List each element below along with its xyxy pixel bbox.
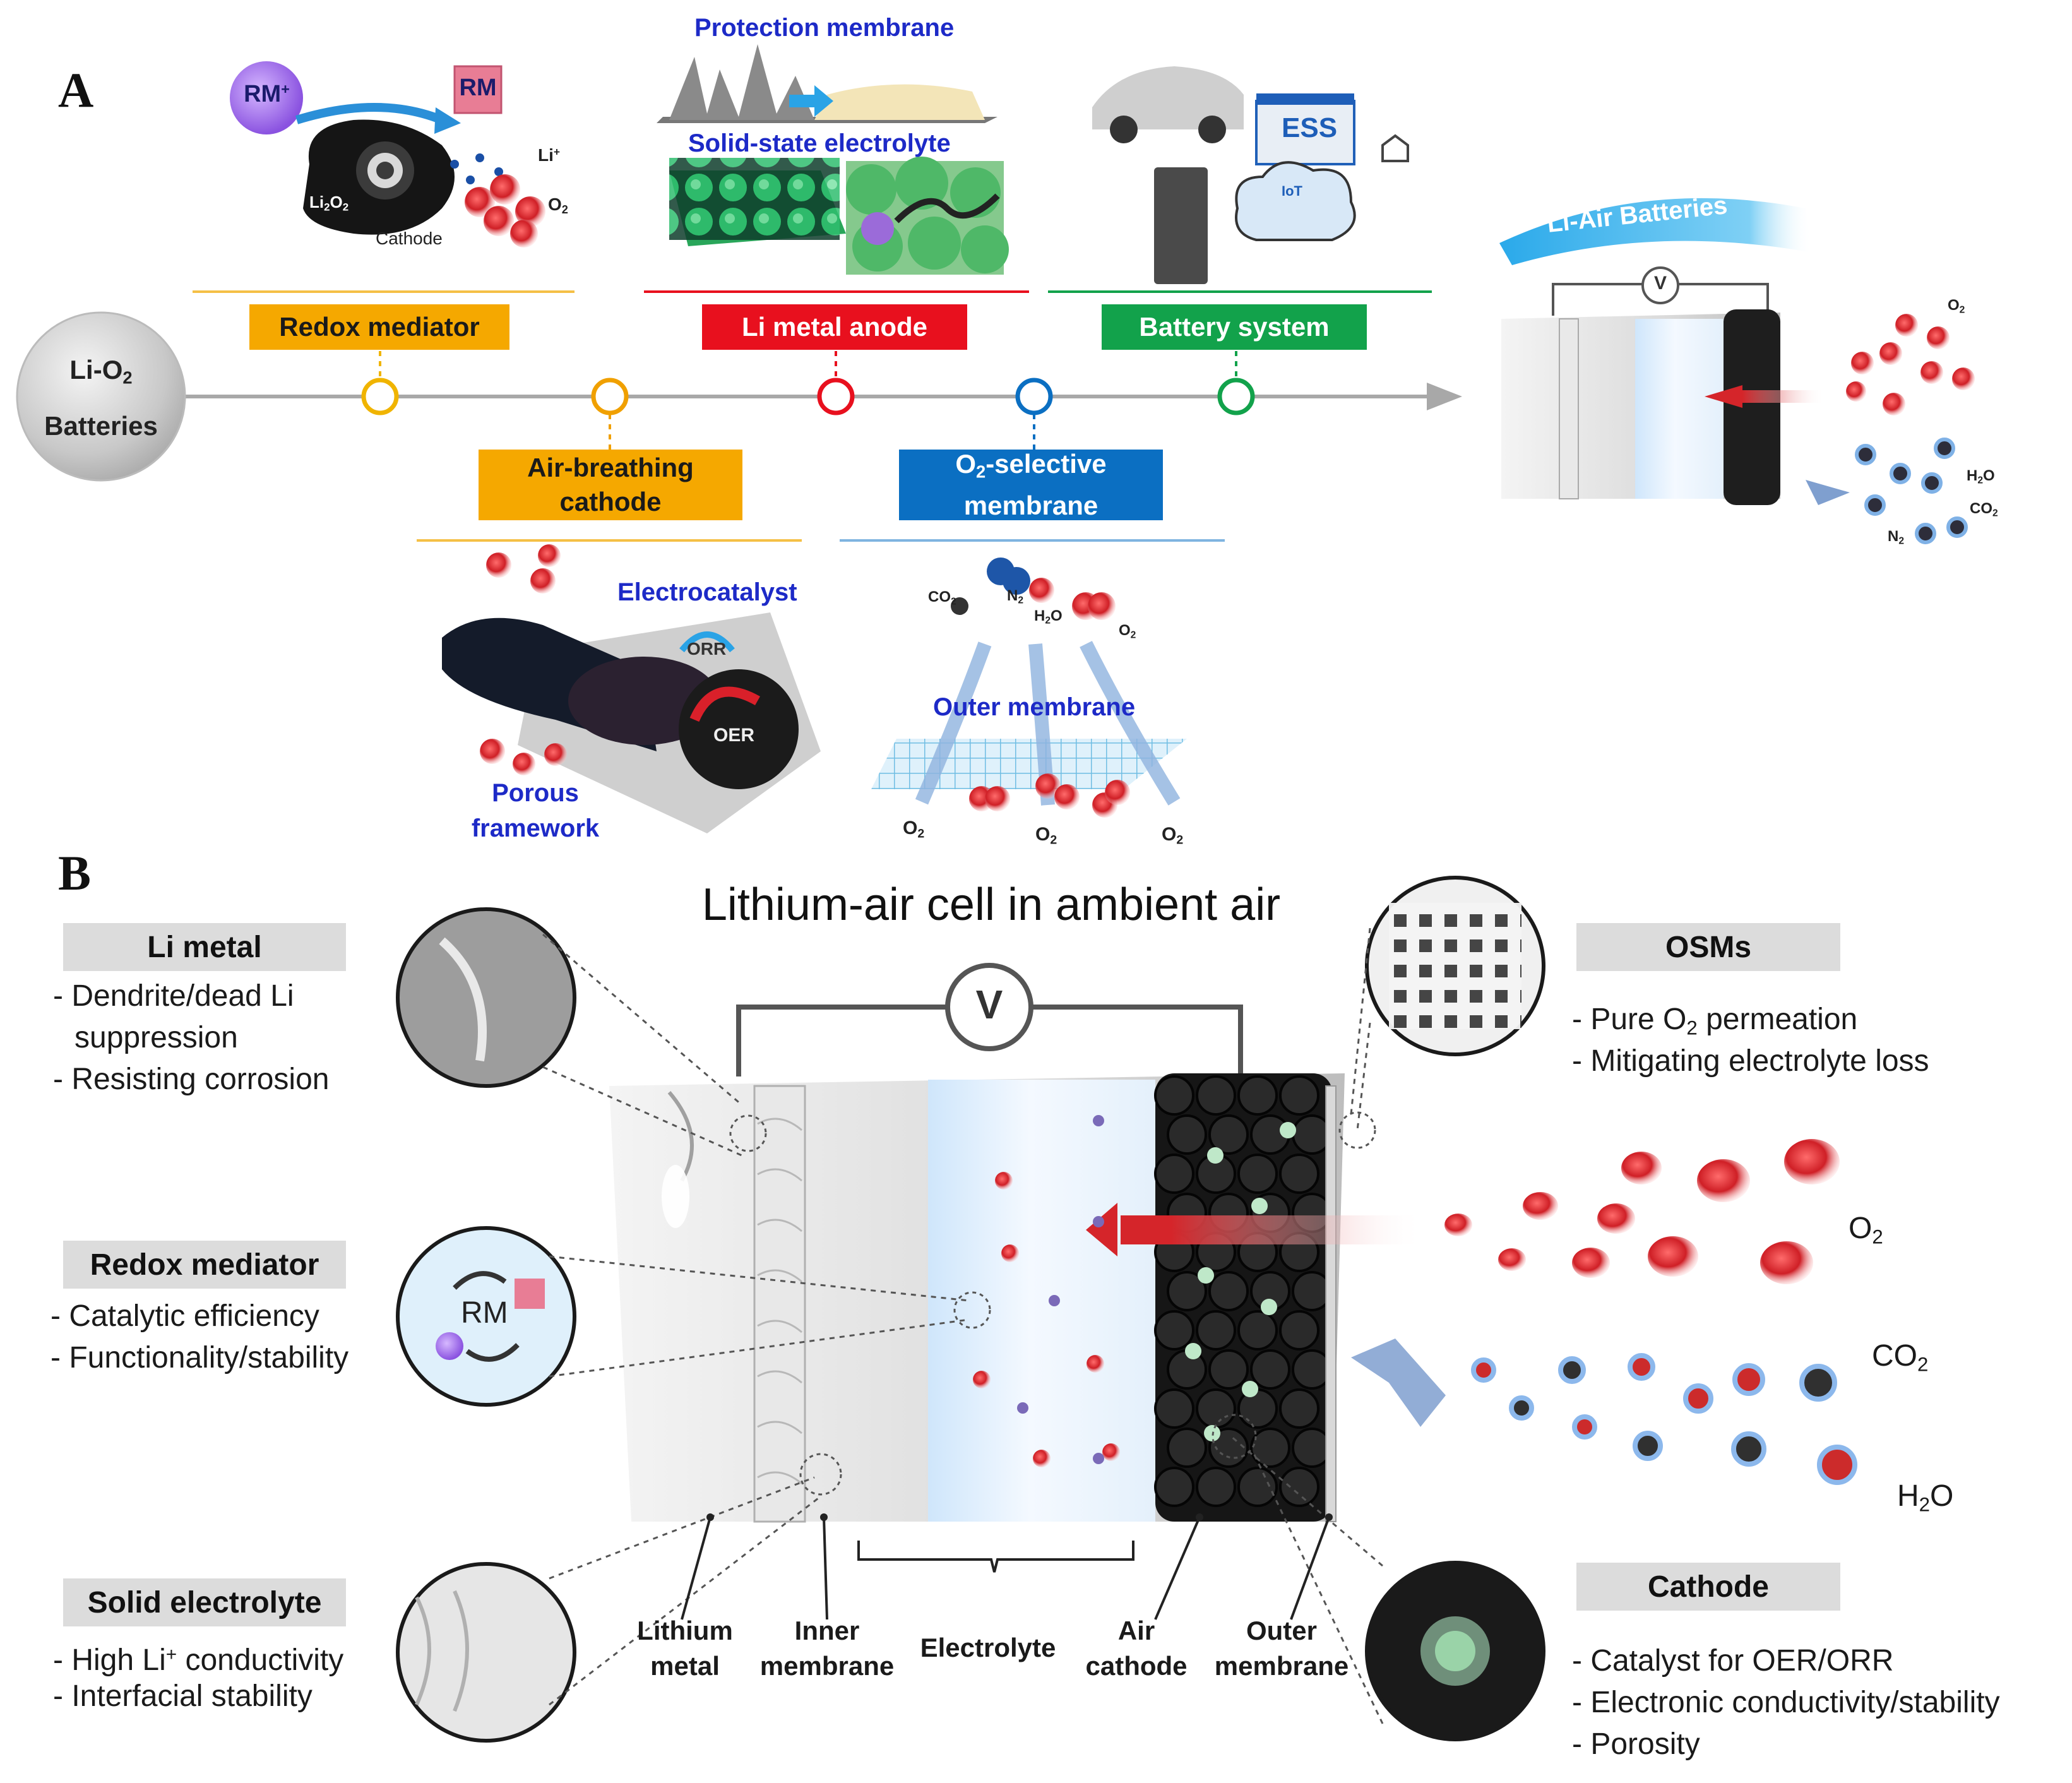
iot-label: IoT	[1282, 183, 1302, 199]
gas-molecules	[1444, 1139, 1857, 1485]
inner-membrane	[753, 1085, 806, 1523]
redox-mediator-heading: Redox mediator	[63, 1241, 346, 1289]
electrocatalyst-label: Electrocatalyst	[617, 578, 797, 606]
redox-mediator-bullet-1: - Catalytic efficiency	[51, 1299, 319, 1333]
ess-label: ESS	[1282, 112, 1338, 143]
voltmeter-circle	[945, 963, 1033, 1051]
panel-a-letter: A	[58, 63, 94, 117]
membrane-o2-top-label: O2	[1119, 622, 1136, 641]
protection-membrane-label: Protection membrane	[694, 14, 955, 42]
small-cell-n2-label: N2	[1888, 528, 1905, 547]
outer-membrane-label: Outer membrane	[933, 693, 1136, 721]
timeline-node-3	[817, 378, 855, 415]
timeline-nodes	[361, 378, 1255, 415]
redox-mediator-bullet-2: - Functionality/stability	[51, 1341, 349, 1375]
li-plus-label: Li+	[538, 145, 561, 165]
outer-membrane	[1325, 1085, 1337, 1522]
orr-label: ORR	[687, 639, 727, 659]
voltmeter-label: V	[975, 982, 1003, 1027]
li-metal-bullet-2: - Resisting corrosion	[53, 1063, 330, 1096]
label-electrolyte: Electrolyte	[920, 1633, 1056, 1662]
timeline-node-5	[1217, 378, 1255, 415]
membrane-h2o-label: H2O	[1034, 607, 1063, 626]
cathode-bullet-2: - Electronic conductivity/stability	[1572, 1686, 2000, 1719]
porous-framework-label: Porous framework	[471, 779, 600, 842]
solid-electrolyte-bullet-1: - High Li+ conductivity	[53, 1643, 344, 1677]
solid-electrolyte-heading: Solid electrolyte	[63, 1578, 346, 1626]
solid-electrolyte-bullet-2: - Interfacial stability	[53, 1679, 313, 1713]
li2o2-label: Li2O2	[309, 193, 349, 213]
o2-selective-membrane-label: O2-selective membrane	[899, 449, 1163, 520]
oer-label: OER	[713, 725, 755, 746]
battery-system-illustration	[1092, 66, 1409, 284]
membrane-co2-label: CO2	[928, 588, 956, 607]
small-cell-h2o-label: H2O	[1967, 467, 1995, 486]
small-cell-o2-label: O2	[1948, 297, 1965, 316]
li-metal-bullet-1b: suppression	[74, 1021, 238, 1054]
blue-exhaust-arrow	[1351, 1339, 1446, 1427]
air-breathing-cathode-label: Air-breathing cathode	[479, 450, 742, 520]
osms-bullet-1: - Pure O2 permeation	[1572, 1003, 1858, 1039]
rm-illustration	[230, 61, 545, 247]
rm-plus-label: RM+	[244, 81, 290, 107]
osms-heading: OSMs	[1576, 923, 1840, 971]
panel-b-letter: B	[58, 845, 92, 900]
solid-state-electrolyte-label: Solid-state electrolyte	[688, 129, 951, 157]
rm-label: RM	[459, 75, 497, 101]
membrane-o2-out-1: O2	[903, 818, 925, 841]
protection-membrane-illustration	[657, 44, 1009, 275]
li-metal-heading: Li metal	[63, 923, 346, 971]
co2-gas-label: CO2	[1872, 1339, 1929, 1376]
timeline-node-2	[591, 378, 629, 415]
cathode-heading: Cathode	[1576, 1563, 1840, 1611]
battery-system-label: Battery system	[1102, 304, 1367, 350]
timeline-node-4	[1015, 378, 1053, 415]
cathode-bullet-1: - Catalyst for OER/ORR	[1572, 1644, 1894, 1678]
leader-lines	[542, 927, 1384, 1724]
start-circle	[16, 311, 186, 482]
rm-zoom-label: RM	[461, 1296, 508, 1330]
small-li-air-cell	[1499, 198, 1975, 544]
cathode-small-label: Cathode	[376, 229, 443, 248]
main-cell-illustration	[609, 963, 1446, 1523]
h2o-gas-label: H2O	[1897, 1479, 1954, 1516]
o2-small-label: O2	[548, 194, 568, 217]
li-metal-bullet-1: - Dendrite/dead Li	[53, 979, 294, 1013]
small-cell-co2-label: CO2	[1970, 500, 1998, 519]
timeline-node-1	[361, 378, 399, 415]
membrane-o2-out-3: O2	[1162, 824, 1184, 847]
timeline-arrowhead	[1427, 383, 1462, 410]
membrane-o2-out-2: O2	[1035, 824, 1057, 847]
pointer-lines	[681, 1517, 1330, 1620]
li-metal-anode-label: Li metal anode	[702, 304, 967, 350]
air-cathode-illustration	[442, 544, 821, 833]
o2-arrow-body	[1121, 1215, 1171, 1244]
membrane-n2-label: N2	[1007, 587, 1024, 606]
panel-b-title: Lithium-air cell in ambient air	[701, 880, 1281, 930]
o2-gas-label: O2	[1849, 1212, 1883, 1248]
outer-membrane-illustration	[871, 558, 1187, 818]
osms-bullet-2: - Mitigating electrolyte loss	[1572, 1044, 1929, 1078]
start-circle-label: Li-O2 Batteries	[44, 355, 158, 441]
redox-mediator-label: Redox mediator	[249, 304, 509, 350]
cathode-bullet-3: - Porosity	[1572, 1727, 1700, 1761]
small-cell-v-label: V	[1653, 273, 1667, 294]
